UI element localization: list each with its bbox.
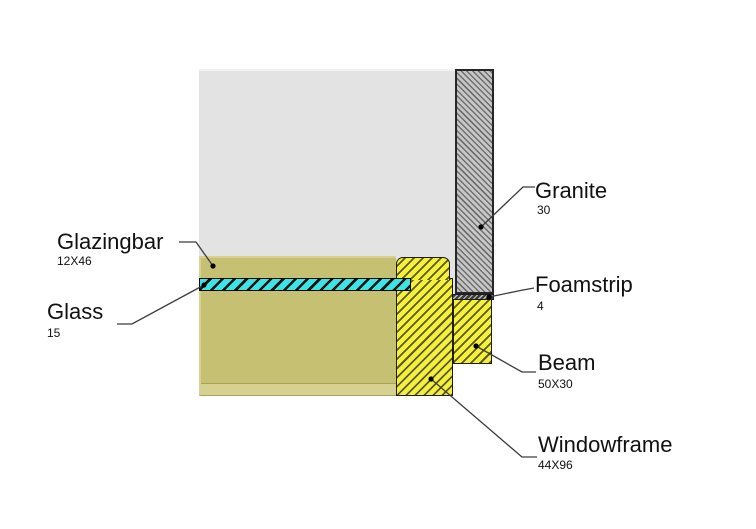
windowframe-mullion-section: [396, 278, 453, 396]
callout-dim-foamstrip: 4: [537, 299, 544, 313]
callout-label-foamstrip: Foamstrip: [535, 272, 633, 297]
beam-section: [453, 299, 492, 364]
callout-label-glass: Glass: [47, 299, 104, 324]
callout-dim-beam: 50X30: [538, 377, 573, 391]
leader-line-glass: [117, 284, 205, 325]
callout-dim-glazingbar: 12X46: [57, 254, 92, 268]
callout-dim-glass: 15: [47, 326, 61, 340]
callout-label-granite: Granite: [535, 178, 608, 203]
windowframe-bottom-edge: [201, 383, 396, 395]
glazingbar-section: [396, 257, 450, 280]
callout-dim-granite: 30: [537, 203, 551, 217]
leader-line-foamstrip: [488, 287, 535, 298]
callout-label-beam: Beam: [538, 350, 596, 375]
callout-label-windowframe: Windowframe: [538, 432, 673, 457]
glass-pane-section: [199, 278, 411, 291]
granite-section: [455, 69, 494, 294]
windowframe-elevation-band: [199, 256, 396, 396]
callout-dim-windowframe: 44X96: [538, 458, 573, 472]
callout-label-glazingbar: Glazingbar: [57, 229, 164, 254]
